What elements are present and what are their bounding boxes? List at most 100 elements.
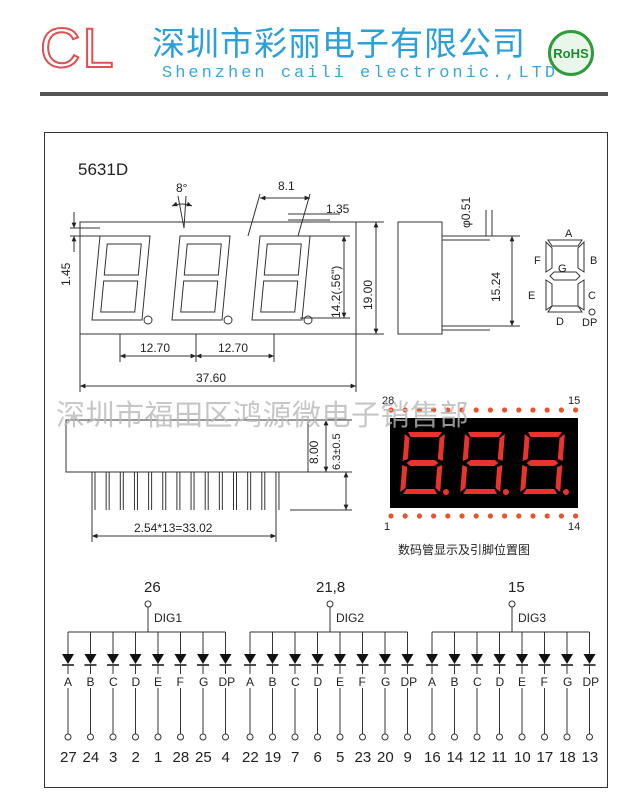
dim-angle-line	[183, 195, 187, 229]
led-diode	[561, 654, 573, 664]
seg-label-bg	[472, 674, 482, 688]
circuit-seg-label: B	[451, 675, 459, 689]
pin-dot-bottom	[558, 513, 565, 519]
pin-dot-top	[516, 407, 522, 413]
pin-terminal	[314, 733, 321, 741]
seg-label-bg	[357, 674, 368, 688]
pin-terminal	[563, 733, 571, 741]
pin-number: 16	[424, 749, 441, 766]
side-body-outline	[397, 221, 443, 335]
seg-label-bg	[581, 674, 598, 688]
circuit-seg-label: D	[132, 675, 141, 689]
seg-label-bg	[198, 674, 208, 688]
seg-g-shape	[549, 271, 581, 281]
circuit-seg-label: DP	[583, 675, 600, 689]
pin-dot-bottom	[459, 513, 465, 519]
led-diode	[266, 654, 279, 664]
pin-number: 10	[514, 749, 531, 766]
pin-number: 17	[537, 749, 554, 766]
pin-dot-bottom	[388, 513, 394, 519]
display-segment	[555, 465, 563, 492]
pin-terminal	[404, 733, 411, 741]
seg-label-d: D	[556, 316, 564, 328]
seg-label-bg	[399, 674, 416, 688]
led-diode	[84, 654, 97, 664]
circuit-seg-label: C	[109, 675, 118, 689]
front-digit-inner-top	[183, 243, 222, 276]
display-segment	[408, 432, 442, 437]
pin-number: 27	[60, 749, 77, 766]
display-dp-2	[503, 489, 509, 495]
pin-dot-top	[431, 407, 437, 413]
bottom-side-view	[65, 419, 352, 542]
drawing-frame	[44, 132, 608, 788]
seg-label-bg	[290, 674, 300, 688]
dig-label: DIG1	[154, 611, 182, 625]
seg-label-bg	[175, 674, 186, 688]
pin-terminal	[269, 733, 276, 741]
pin-dot-top	[530, 407, 536, 413]
led-diode	[129, 654, 142, 664]
segment-legend	[545, 239, 596, 316]
pin-dot-top	[573, 407, 579, 413]
pin-label-top-left: 28	[382, 395, 394, 407]
seg-e-shape	[545, 279, 553, 311]
dim-pitch1-label: 12.70	[140, 341, 170, 355]
circuit-seg-label: E	[336, 675, 344, 689]
pin-number: 4	[222, 749, 230, 766]
display-segment	[557, 434, 565, 461]
seg-label-bg	[312, 674, 323, 688]
dim-angle-arc	[171, 201, 193, 207]
display-segment	[462, 434, 470, 461]
circuit-diagram: 26DIG1A27B24C3D2E1F28G25DP421,8DIG2A22B1…	[60, 579, 599, 766]
front-dp-2	[223, 315, 233, 325]
led-diode	[583, 654, 596, 664]
pin-dot-bottom	[573, 513, 579, 519]
display-dp-3	[563, 489, 569, 495]
seg-label-bg	[539, 674, 550, 688]
pin-dot-top	[388, 407, 394, 413]
dim-seg-width-label: 8.1	[278, 179, 295, 193]
rohs-label: RoHS	[553, 45, 589, 61]
front-digit-2	[171, 235, 231, 321]
pin-dot-top	[558, 407, 565, 413]
dim-total-height-label: 19.00	[361, 280, 375, 310]
pin-layout-caption: 数码管显示及引脚位置图	[398, 543, 531, 557]
led-diode	[289, 654, 301, 664]
common-terminal	[326, 600, 334, 608]
circuit-seg-label: D	[496, 675, 505, 689]
display-segment	[435, 465, 443, 492]
front-dp-1	[143, 315, 153, 325]
pin-number: 9	[404, 749, 412, 766]
pin-dot-bottom	[516, 513, 522, 519]
pin-number: 13	[582, 749, 599, 766]
led-diode	[244, 654, 256, 664]
display-segment	[526, 460, 559, 466]
model-number: 5631D	[78, 160, 129, 179]
display-segment	[528, 432, 562, 437]
led-diode	[334, 654, 346, 664]
pin-dot-top	[473, 407, 479, 413]
display-dp-1	[443, 489, 449, 495]
led-diode	[516, 654, 528, 664]
circuit-seg-label: DP	[401, 675, 418, 689]
seg-label-bg	[267, 674, 278, 688]
display-segment	[522, 434, 530, 461]
pin-dot-bottom	[416, 513, 422, 519]
pin-dot-top	[544, 407, 550, 413]
pin-dot-top	[416, 407, 422, 413]
display-segment	[468, 432, 502, 437]
dig-label: DIG3	[518, 611, 546, 625]
seg-label-bg	[217, 674, 234, 688]
pin-dot-bottom	[530, 513, 536, 519]
dim-seg-thick-label: 1.35	[326, 202, 350, 216]
front-digit-1	[91, 235, 151, 321]
bottom-pins	[91, 472, 280, 510]
pin-label-bottom-right: 14	[568, 521, 580, 533]
seg-label-bg	[517, 674, 527, 688]
led-diode	[107, 654, 119, 664]
pin-number: 22	[242, 749, 259, 766]
seg-label-bg	[130, 674, 141, 688]
company-name-en: Shenzhen caili electronic.,LTD	[162, 64, 559, 83]
front-digit-inner-top	[263, 243, 302, 276]
